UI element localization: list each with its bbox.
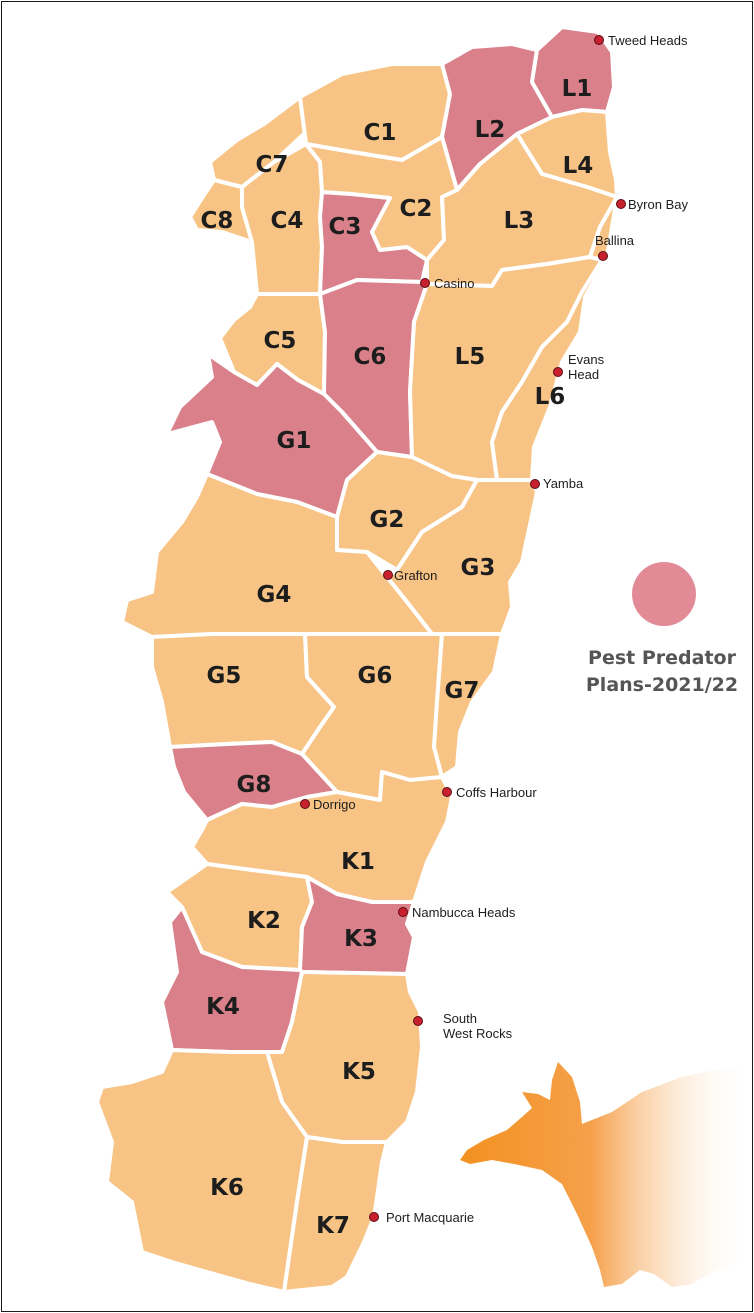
town-marker-icon [598, 251, 608, 261]
town-byron-bay[interactable]: Byron Bay [616, 197, 689, 212]
zone-label-g8: G8 [237, 772, 272, 798]
town-coffs-harbour[interactable]: Coffs Harbour [442, 785, 538, 800]
town-grafton[interactable]: Grafton [383, 568, 438, 583]
zone-label-c6: C6 [354, 344, 387, 370]
town-yamba[interactable]: Yamba [530, 476, 584, 491]
town-label-yamba: Yamba [543, 476, 584, 491]
town-label-ballina: Ballina [595, 233, 635, 248]
zone-label-g2: G2 [370, 507, 405, 533]
town-tweed-heads[interactable]: Tweed Heads [594, 33, 688, 48]
town-south-west-rocks[interactable]: South West Rocks [413, 1011, 513, 1041]
zone-k6[interactable] [95, 1048, 309, 1294]
town-marker-icon [616, 199, 626, 209]
zone-label-c5: C5 [264, 328, 297, 354]
town-marker-icon [594, 35, 604, 45]
zone-k7[interactable] [282, 1135, 389, 1294]
zone-label-k7: K7 [316, 1213, 350, 1239]
zone-label-l6: L6 [535, 384, 566, 410]
town-label-south-west-rocks-line2: West Rocks [443, 1026, 513, 1041]
zone-label-c2: C2 [400, 196, 433, 222]
town-ballina[interactable]: Ballina [595, 233, 635, 261]
zone-label-c3: C3 [329, 214, 362, 240]
zone-label-g3: G3 [461, 555, 496, 581]
legend-swatch-icon [632, 562, 696, 626]
town-evans-head[interactable]: Evans Head [553, 352, 605, 382]
zone-label-c8: C8 [201, 208, 234, 234]
town-marker-icon [553, 367, 563, 377]
legend: Pest Predator Plans-2021/22 [586, 562, 738, 696]
zone-label-c4: C4 [271, 208, 304, 234]
fox-icon [460, 1062, 752, 1287]
town-label-casino: Casino [434, 276, 474, 291]
legend-line-1: Pest Predator [588, 647, 737, 669]
zone-label-g6: G6 [358, 663, 393, 689]
zone-label-g4: G4 [257, 582, 292, 608]
zone-g7[interactable] [432, 632, 504, 779]
zone-labels: L1 L2 L3 L4 L5 L6 C1 C2 C3 C4 C5 C6 C7 C… [201, 76, 594, 1239]
zone-label-g5: G5 [207, 663, 242, 689]
town-marker-icon [420, 278, 430, 288]
town-nambucca-heads[interactable]: Nambucca Heads [398, 905, 516, 920]
zone-label-l3: L3 [504, 208, 535, 234]
legend-line-2: Plans-2021/22 [586, 674, 738, 696]
zone-label-g7: G7 [445, 678, 480, 704]
town-label-grafton: Grafton [394, 568, 437, 583]
town-label-tweed-heads: Tweed Heads [608, 33, 688, 48]
town-label-evans-head-line1: Evans [568, 352, 605, 367]
zone-label-l4: L4 [563, 153, 594, 179]
towns: Tweed Heads Byron Bay Ballina Casino Eva… [300, 33, 689, 1225]
town-label-evans-head-line2: Head [568, 367, 599, 382]
town-marker-icon [442, 787, 452, 797]
zone-label-g1: G1 [277, 428, 312, 454]
town-marker-icon [413, 1016, 423, 1026]
town-marker-icon [300, 799, 310, 809]
town-dorrigo[interactable]: Dorrigo [300, 797, 356, 812]
town-marker-icon [530, 479, 540, 489]
town-marker-icon [398, 907, 408, 917]
zones [95, 25, 619, 1294]
town-label-byron-bay: Byron Bay [628, 197, 688, 212]
town-label-dorrigo: Dorrigo [313, 797, 356, 812]
zone-l1[interactable] [530, 25, 616, 119]
zone-label-k3: K3 [344, 926, 378, 952]
town-label-nambucca-heads: Nambucca Heads [412, 905, 516, 920]
zone-label-l2: L2 [475, 117, 506, 143]
zone-label-c7: C7 [256, 152, 289, 178]
town-marker-icon [369, 1212, 379, 1222]
zone-label-k2: K2 [247, 908, 281, 934]
town-marker-icon [383, 570, 393, 580]
zone-label-k5: K5 [342, 1059, 376, 1085]
zone-k3[interactable] [298, 875, 416, 976]
zone-label-l5: L5 [455, 344, 486, 370]
town-casino[interactable]: Casino [420, 276, 475, 291]
town-label-south-west-rocks-line1: South [443, 1011, 477, 1026]
town-port-macquarie[interactable]: Port Macquarie [369, 1210, 475, 1225]
zone-label-c1: C1 [364, 120, 397, 146]
town-label-coffs-harbour: Coffs Harbour [456, 785, 537, 800]
zone-label-k4: K4 [206, 994, 240, 1020]
zone-label-l1: L1 [562, 76, 593, 102]
town-label-port-macquarie: Port Macquarie [386, 1210, 474, 1225]
zone-label-k1: K1 [341, 849, 375, 875]
zone-label-k6: K6 [210, 1175, 244, 1201]
